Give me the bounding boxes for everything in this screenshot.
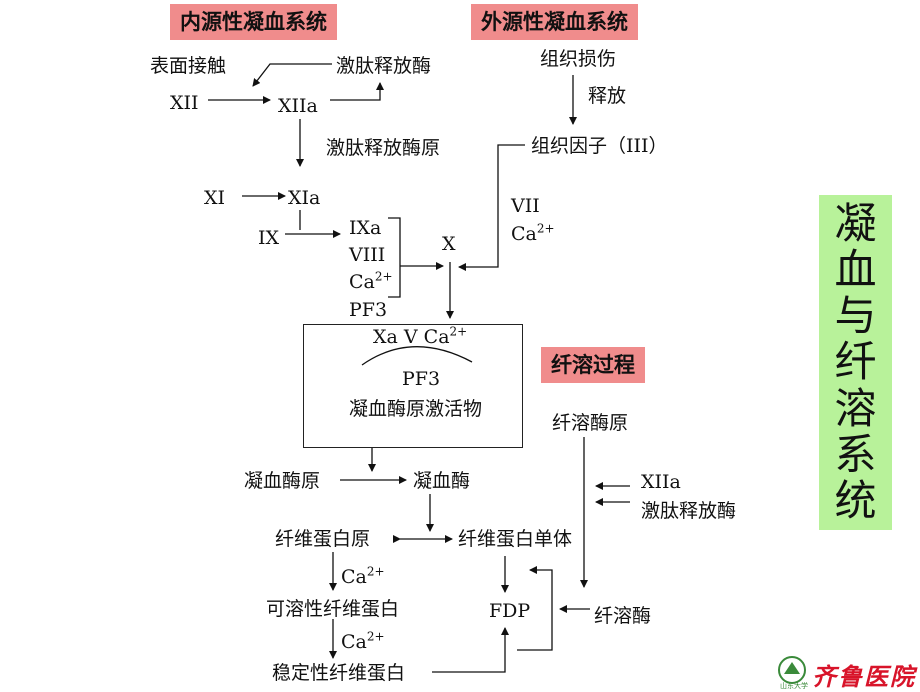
label-release: 释放 [588, 85, 627, 107]
label-xiia-fibrinolysis: XIIa [641, 471, 681, 493]
box-arc [361, 346, 473, 366]
superscript: 2+ [536, 221, 555, 236]
label-xa-v-ca: Xa V Ca2+ [373, 324, 468, 348]
label-surface-contact: 表面接触 [150, 55, 227, 77]
label-kallikrein-fibrinolysis: 激肽释放酶 [641, 500, 737, 522]
label-fibrin-monomer: 纤维蛋白单体 [458, 528, 573, 550]
label-fibrinogen: 纤维蛋白原 [275, 528, 371, 550]
arrow-stable-to-fdp [432, 627, 509, 673]
superscript: 2+ [374, 269, 393, 284]
label-ca-1: Ca2+ [341, 564, 385, 588]
svg-text:山东大学: 山东大学 [780, 681, 808, 690]
label-xiia: XIIa [278, 95, 318, 117]
label-ca-intrinsic: Ca2+ [349, 269, 393, 293]
bracket-ixa-group [388, 217, 401, 298]
hospital-logo-text: 齐鲁医院 [812, 662, 916, 691]
label-plasminogen: 纤溶酶原 [552, 412, 629, 434]
arrow-xiia-to-kallikrein [330, 82, 384, 101]
prothrombin-activator-box [303, 324, 523, 448]
header-fibrinolysis: 纤溶过程 [541, 347, 645, 383]
label-ca-extrinsic: Ca2+ [511, 221, 555, 245]
arrow-kallikrein-to-surface [252, 63, 332, 87]
label-pf3-box: PF3 [402, 368, 441, 390]
label-tissue-factor: 组织因子（III） [531, 135, 668, 157]
label-pf3-intrinsic: PF3 [349, 299, 388, 321]
side-title-char: 统 [834, 475, 877, 525]
superscript: 2+ [366, 564, 385, 579]
label-xii: XII [170, 92, 199, 114]
label-ix: IX [258, 227, 280, 249]
side-title-char: 纤 [834, 337, 877, 387]
label-xia: XIa [288, 187, 321, 209]
superscript: 2+ [366, 629, 385, 644]
header-intrinsic: 内源性凝血系统 [170, 4, 337, 40]
side-title-char: 凝 [834, 199, 877, 248]
arrow-bracket-fdp [517, 566, 553, 651]
label-plasmin: 纤溶酶 [594, 605, 652, 627]
side-title-char: 系 [834, 429, 877, 479]
label-xi: XI [204, 187, 226, 209]
label-thrombin: 凝血酶 [413, 470, 471, 492]
label-prothrombin: 凝血酶原 [244, 470, 321, 492]
label-ixa: IXa [349, 217, 382, 239]
side-title: 凝 血 与 纤 溶 系 统 [819, 195, 892, 530]
header-extrinsic: 外源性凝血系统 [471, 4, 638, 40]
label-x: X [442, 233, 456, 255]
label-ca-2: Ca2+ [341, 629, 385, 653]
label-activator: 凝血酶原激活物 [349, 398, 483, 420]
superscript: 2+ [449, 324, 468, 339]
label-stable-fibrin: 稳定性纤维蛋白 [272, 662, 406, 684]
arrow-tissue-factor-to-x [458, 144, 525, 271]
label-kallikrein: 激肽释放酶 [336, 55, 432, 77]
label-vii: VII [511, 195, 540, 217]
label-viii: VIII [349, 244, 386, 266]
label-soluble-fibrin: 可溶性纤维蛋白 [266, 598, 400, 620]
hospital-logo-icon: 山东大学 [778, 656, 808, 690]
label-tissue-damage: 组织损伤 [540, 48, 617, 70]
side-title-char: 溶 [834, 383, 877, 433]
label-prekallikrein: 激肽释放酶原 [326, 137, 441, 159]
side-title-char: 与 [834, 291, 877, 341]
label-fdp: FDP [489, 600, 531, 622]
side-title-char: 血 [834, 245, 877, 295]
